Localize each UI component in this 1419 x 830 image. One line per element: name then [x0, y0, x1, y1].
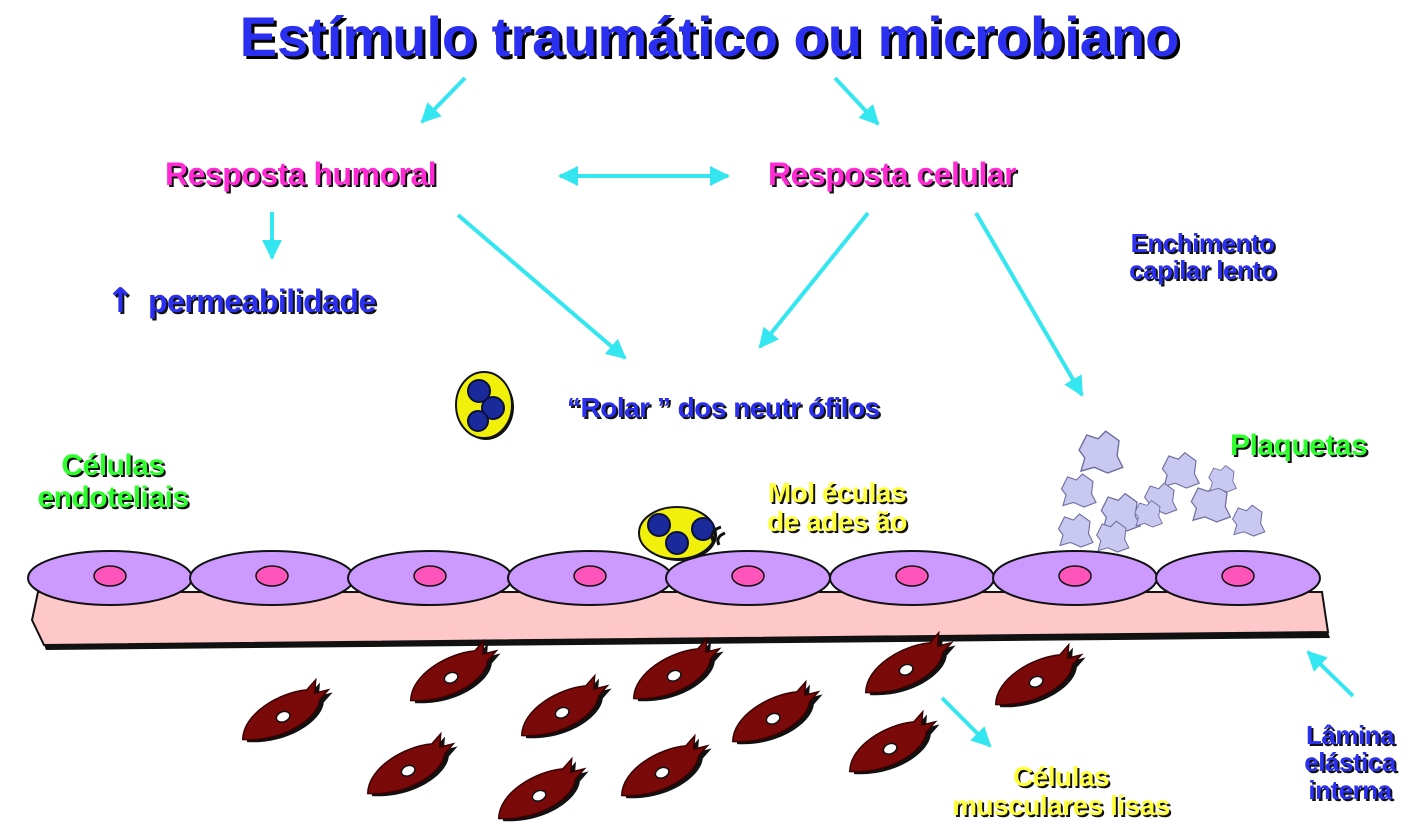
smooth-muscle-cell	[232, 676, 341, 752]
endothelial-cell	[348, 551, 512, 605]
label-humoral-response: Resposta humoral	[165, 158, 436, 192]
platelet	[1062, 474, 1097, 507]
platelet	[1233, 505, 1265, 536]
endothelial-cell	[1156, 551, 1320, 605]
smooth-muscle-cell	[722, 678, 831, 754]
label-permeability: ↑permeabilidade	[106, 284, 376, 320]
label-neutrophil-rolling: “Rolar ” dos neutr ófilos	[567, 393, 880, 422]
arrow-humoral-to-rolling	[458, 215, 625, 358]
platelet	[1162, 453, 1199, 488]
diagram-title: Estímulo traumático ou microbiano	[0, 8, 1419, 67]
label-smooth-muscle-cells: Células musculares lisas	[916, 762, 1206, 821]
endothelial-cell	[190, 551, 354, 605]
arrow-title-to-humoral	[422, 78, 465, 122]
endothelial-cell	[830, 551, 994, 605]
smooth-muscle-cell	[985, 641, 1094, 717]
smooth-muscle-cell	[623, 635, 732, 711]
smooth-muscle-cell	[511, 672, 620, 748]
label-adhesion-molecules: Mol éculas de ades ão	[738, 478, 936, 537]
smooth-muscle-cell	[400, 637, 509, 713]
arrow-to-smooth-muscle	[942, 698, 990, 746]
label-platelets: Plaquetas	[1230, 430, 1367, 462]
label-slow-capillary-filling: Enchimento capilar lento	[1100, 230, 1305, 285]
label-cellular-response: Resposta celular	[768, 158, 1016, 192]
arrow-to-lamina	[1308, 652, 1353, 696]
label-endothelial-cells: Células endoteliais	[8, 450, 218, 513]
smooth-muscle-cell	[357, 730, 466, 806]
arrow-cellular-to-platelets	[976, 213, 1082, 395]
arrow-cellular-to-rolling	[760, 213, 868, 347]
up-arrow-icon: ↑	[106, 281, 134, 321]
neutrophil-rolling	[456, 372, 514, 440]
label-internal-elastic-lamina: Lâmina elástica interna	[1281, 722, 1419, 804]
arrow-title-to-cellular	[835, 78, 878, 124]
endothelial-cell	[993, 551, 1157, 605]
platelet	[1079, 431, 1123, 473]
endothelial-cell	[508, 551, 672, 605]
platelet	[1059, 514, 1094, 547]
smooth-muscle-cell	[488, 755, 597, 830]
endothelial-cell	[28, 551, 192, 605]
smooth-muscle-cell	[611, 732, 720, 808]
platelet	[1209, 466, 1237, 492]
